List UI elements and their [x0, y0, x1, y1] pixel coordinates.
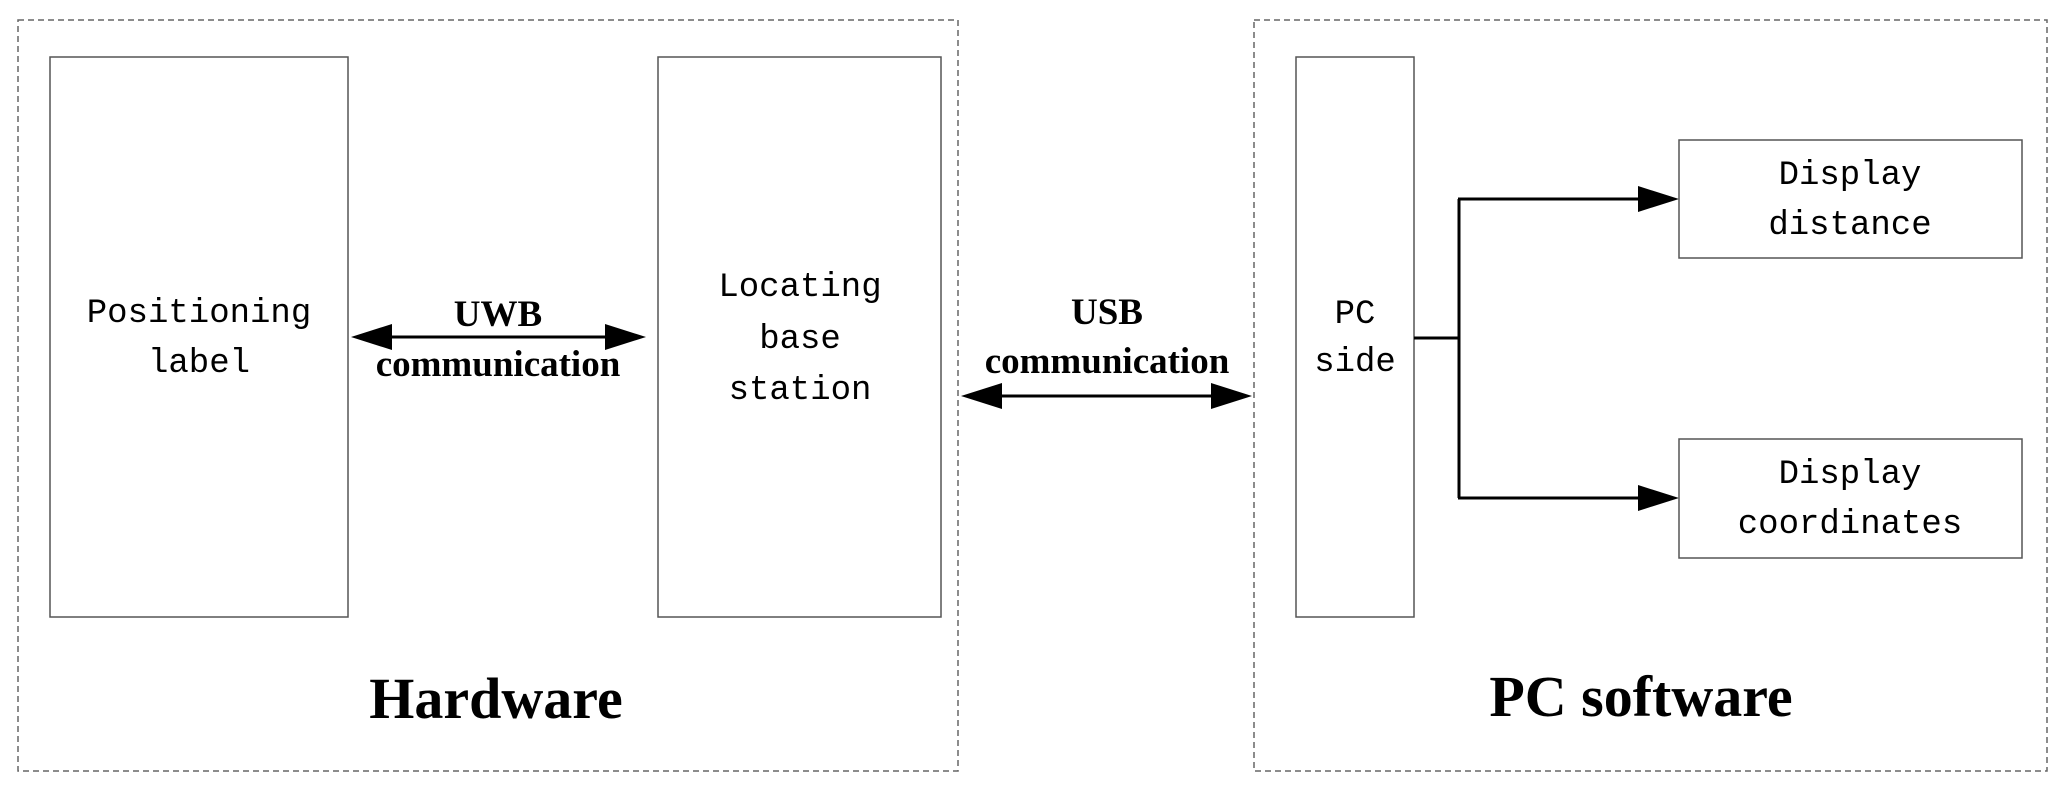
usb-label: USB — [1071, 292, 1143, 333]
base-station-text-1: Locating — [718, 269, 881, 307]
pc-side-box — [1295, 56, 1415, 618]
usb-communication-label: communication — [985, 341, 1230, 382]
base-station-text-3: station — [729, 372, 872, 410]
uwb-label: UWB — [454, 294, 542, 335]
hardware-title: Hardware — [369, 666, 622, 731]
uwb-communication-label: communication — [376, 344, 621, 385]
pc-software-group — [1253, 19, 2048, 772]
display-coordinates-text-1: Display — [1779, 456, 1922, 494]
base-station-text-2: base — [759, 321, 841, 359]
positioning-label-text-1: Positioning — [87, 295, 311, 333]
pc-side-text-2: side — [1314, 344, 1396, 382]
positioning-label-box — [49, 56, 349, 618]
display-distance-text-1: Display — [1779, 157, 1922, 195]
pc-software-title: PC software — [1489, 664, 1792, 729]
arrow-to-distance — [1638, 186, 1679, 212]
hardware-group — [17, 19, 959, 772]
display-coordinates-text-2: coordinates — [1738, 506, 1962, 544]
positioning-label-text-2: label — [148, 345, 250, 383]
arrow-to-coordinates — [1638, 485, 1679, 511]
locating-base-station-box — [657, 56, 942, 618]
display-coordinates-box — [1678, 438, 2023, 559]
display-distance-box — [1678, 139, 2023, 259]
display-distance-text-2: distance — [1768, 207, 1931, 245]
uwb-double-arrow — [351, 324, 646, 350]
branch-connector — [1414, 186, 1679, 511]
usb-double-arrow — [961, 383, 1252, 409]
pc-side-text-1: PC — [1335, 296, 1376, 334]
